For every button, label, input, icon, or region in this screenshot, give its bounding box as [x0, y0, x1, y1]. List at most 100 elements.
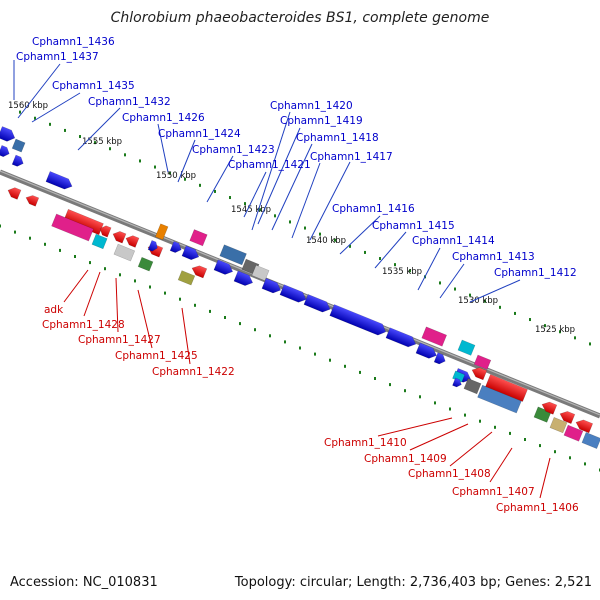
tick-dot: [469, 293, 471, 297]
gene-label[interactable]: Cphamn1_1415: [372, 220, 455, 232]
tick-dot: [239, 322, 241, 326]
gene-label[interactable]: Cphamn1_1425: [115, 350, 198, 362]
tick-dot: [439, 281, 441, 285]
gene-label[interactable]: Cphamn1_1424: [158, 128, 241, 140]
gene-feature[interactable]: [169, 240, 183, 254]
gene-feature[interactable]: [279, 284, 308, 305]
gene-feature[interactable]: [124, 234, 140, 248]
gene-label[interactable]: Cphamn1_1435: [52, 80, 135, 92]
gene-label[interactable]: Cphamn1_1427: [78, 334, 161, 346]
gene-label[interactable]: Cphamn1_1423: [192, 144, 275, 156]
gene-label[interactable]: Cphamn1_1414: [412, 235, 495, 247]
tick-dot: [214, 189, 216, 193]
tick-dot: [199, 183, 201, 187]
gene-feature[interactable]: [24, 193, 40, 207]
tick-dot: [559, 330, 561, 334]
gene-feature[interactable]: [251, 264, 270, 281]
kbp-label: 1535 kbp: [382, 267, 422, 277]
gene-label[interactable]: Cphamn1_1410: [324, 437, 407, 449]
gene-feature[interactable]: [261, 277, 283, 295]
gene-feature[interactable]: [51, 213, 94, 242]
gene-feature[interactable]: [63, 208, 104, 236]
gene-feature[interactable]: [113, 243, 136, 262]
tick-dot: [589, 342, 591, 346]
gene-feature[interactable]: [0, 145, 11, 158]
gene-feature[interactable]: [549, 417, 568, 434]
bottom-leader-lines: [63, 269, 551, 499]
tick-dot: [574, 336, 576, 340]
gene-feature[interactable]: [137, 256, 154, 272]
gene-feature[interactable]: [190, 263, 208, 279]
gene-label[interactable]: Cphamn1_1422: [152, 366, 235, 378]
gene-feature[interactable]: [574, 418, 594, 434]
gene-label[interactable]: Cphamn1_1417: [310, 151, 393, 163]
gene-label[interactable]: Cphamn1_1419: [280, 115, 363, 127]
gene-feature[interactable]: [155, 223, 169, 241]
gene-feature[interactable]: [98, 224, 112, 238]
gene-feature[interactable]: [470, 365, 488, 381]
tick-dot: [419, 395, 421, 399]
tick-dot: [514, 311, 516, 315]
gene-label[interactable]: Cphamn1_1426: [122, 112, 205, 124]
gene-label[interactable]: Cphamn1_1436: [32, 36, 115, 48]
gene-feature[interactable]: [91, 233, 108, 250]
gene-feature[interactable]: [433, 352, 447, 366]
gene-label[interactable]: Cphamn1_1432: [88, 96, 171, 108]
gene-feature[interactable]: [45, 171, 74, 191]
gene-feature[interactable]: [473, 354, 492, 370]
tick-dot: [44, 242, 46, 246]
gene-feature[interactable]: [181, 245, 201, 262]
gene-feature[interactable]: [563, 424, 584, 442]
gene-feature[interactable]: [452, 377, 462, 388]
gene-label[interactable]: Cphamn1_1418: [296, 132, 379, 144]
tick-dot: [334, 238, 336, 242]
gene-feature[interactable]: [558, 409, 576, 424]
gene-label[interactable]: Cphamn1_1420: [270, 100, 353, 112]
gene-feature[interactable]: [463, 378, 482, 395]
gene-label[interactable]: Cphamn1_1412: [494, 267, 577, 279]
tick-dot: [269, 334, 271, 338]
genome-summary-text: Topology: circular; Length: 2,736,403 bp…: [234, 575, 592, 590]
gene-feature[interactable]: [581, 432, 600, 449]
gene-feature[interactable]: [540, 400, 558, 415]
tick-dot: [104, 267, 106, 271]
gene-label[interactable]: Cphamn1_1421: [228, 159, 311, 171]
gene-label[interactable]: Cphamn1_1437: [16, 51, 99, 63]
gene-feature[interactable]: [329, 304, 388, 337]
gene-feature[interactable]: [385, 327, 418, 349]
gene-feature[interactable]: [485, 374, 528, 402]
gene-feature[interactable]: [219, 244, 247, 266]
tick-dot: [194, 303, 196, 307]
gene-feature[interactable]: [303, 294, 332, 314]
gene-feature[interactable]: [415, 342, 439, 361]
tick-dot: [29, 236, 31, 240]
gene-feature[interactable]: [421, 326, 447, 347]
tick-dot: [394, 263, 396, 267]
gene-label[interactable]: Cphamn1_1406: [496, 502, 579, 514]
gene-label[interactable]: Cphamn1_1408: [408, 468, 491, 480]
gene-feature[interactable]: [457, 339, 476, 356]
gene-feature[interactable]: [213, 259, 235, 277]
gene-feature[interactable]: [111, 229, 127, 244]
tick-dot: [209, 309, 211, 313]
gene-feature[interactable]: [177, 270, 196, 286]
gene-feature[interactable]: [189, 229, 208, 247]
kbp-label: 1555 kbp: [82, 137, 122, 147]
gene-feature[interactable]: [147, 240, 159, 252]
gene-label[interactable]: Cphamn1_1428: [42, 319, 125, 331]
gene-label[interactable]: Cphamn1_1413: [452, 251, 535, 263]
tick-dot: [539, 444, 541, 448]
gene-label[interactable]: Cphamn1_1416: [332, 203, 415, 215]
gene-feature[interactable]: [233, 270, 255, 288]
tick-dot: [389, 383, 391, 387]
gene-feature[interactable]: [11, 154, 25, 168]
gene-feature[interactable]: [11, 138, 26, 153]
tick-dot: [254, 328, 256, 332]
gene-feature[interactable]: [0, 126, 17, 143]
tick-dot: [134, 279, 136, 283]
tick-dot: [544, 324, 546, 328]
gene-label[interactable]: adk: [44, 304, 64, 316]
gene-label[interactable]: Cphamn1_1409: [364, 453, 447, 465]
gene-label[interactable]: Cphamn1_1407: [452, 486, 535, 498]
gene-feature[interactable]: [6, 186, 22, 200]
